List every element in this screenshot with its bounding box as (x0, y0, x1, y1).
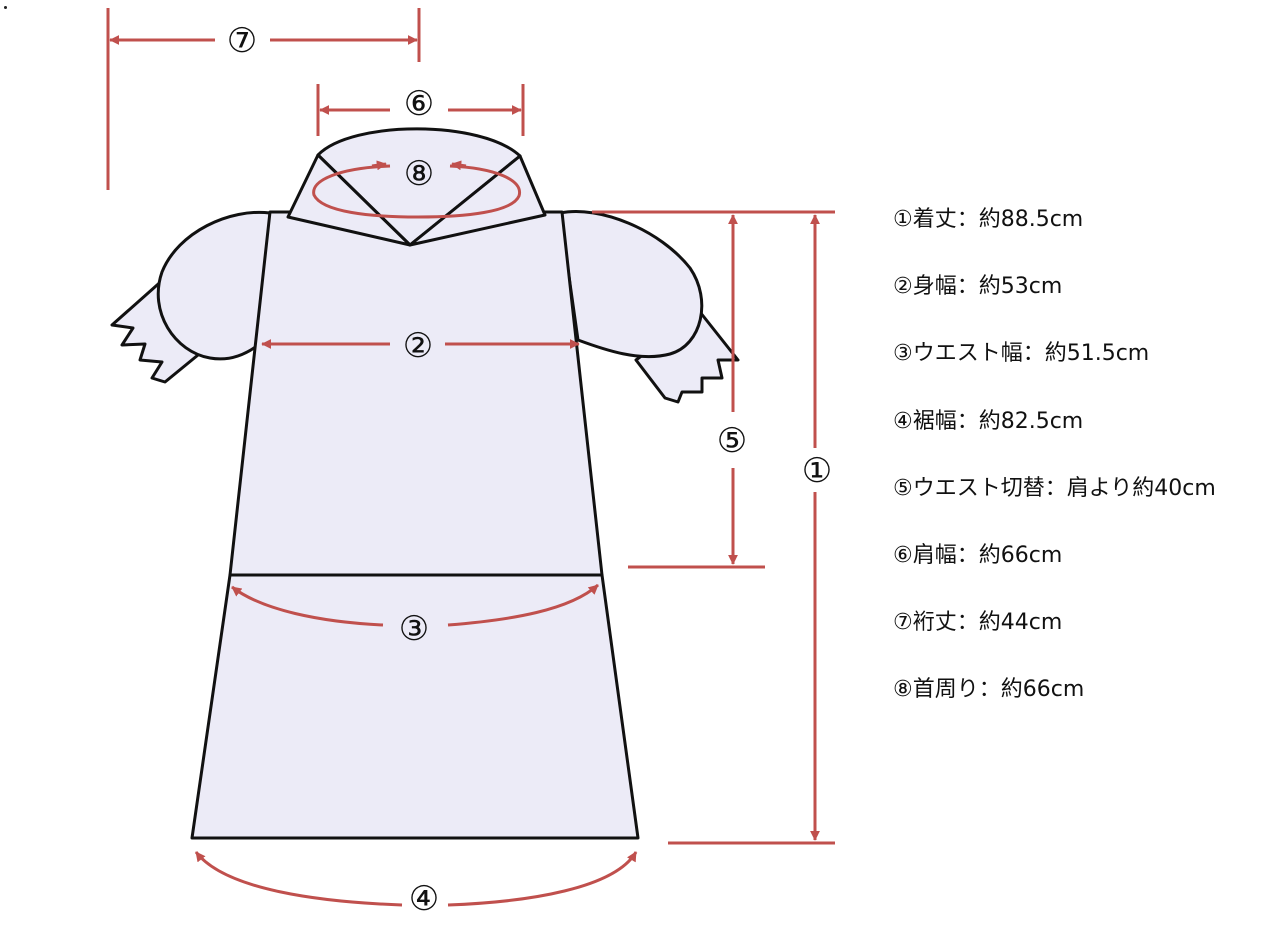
left-cuff-ruffle (110, 276, 200, 384)
legend-item-waist-width: ③ウエスト幅：約51.5cm (893, 341, 1150, 367)
m3-arc-left (231, 585, 384, 627)
stray-dot (4, 6, 7, 9)
marker-7: ⑦ (227, 21, 257, 61)
dress-illustration (110, 127, 740, 840)
measurement-legend: ①着丈：約88.5cm ②身幅：約53cm ③ウエスト幅：約51.5cm ④裾幅… (893, 200, 1216, 738)
m4-arc-right (447, 851, 638, 907)
m8-arrow-left (371, 160, 387, 171)
legend-item-length: ①着丈：約88.5cm (893, 207, 1084, 232)
skirt (190, 573, 640, 840)
marker-1: ① (802, 451, 832, 491)
m3-arc-right (447, 583, 599, 627)
marker-8: ⑧ (404, 154, 434, 194)
legend-item-sleeve-length: ⑦裄丈：約44cm (893, 610, 1063, 636)
left-collar (286, 153, 412, 247)
right-sleeve (558, 210, 704, 359)
legend-item-hem-width: ④裾幅：約82.5cm (893, 408, 1084, 434)
right-cuff-ruffle (634, 310, 740, 404)
marker-5: ⑤ (717, 421, 747, 461)
bodice (228, 210, 604, 577)
m8-arrow-right (451, 160, 467, 171)
back-collar (316, 127, 522, 247)
legend-item-shoulder-width: ⑥肩幅：約66cm (893, 542, 1063, 568)
measurement-guides (106, 8, 835, 907)
m8-arc-left (312, 164, 521, 219)
marker-2: ② (403, 326, 433, 366)
legend-item-waist-switch: ⑤ウエスト切替：肩より約40cm (893, 475, 1216, 501)
number-markers: ⑦ ⑥ ⑧ ② ⑤ ① ③ ④ (227, 21, 832, 919)
legend-item-body-width: ②身幅：約53cm (893, 274, 1063, 300)
marker-6: ⑥ (404, 84, 434, 124)
legend-item-neck: ⑧首周り：約66cm (893, 677, 1085, 703)
left-sleeve (156, 210, 272, 361)
marker-3: ③ (399, 609, 429, 649)
m4-arc-left (194, 851, 403, 907)
marker-4: ④ (409, 879, 439, 919)
